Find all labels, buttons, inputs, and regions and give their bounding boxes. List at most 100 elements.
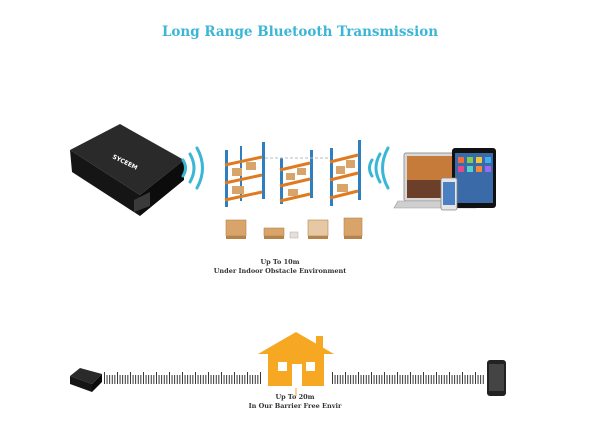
ruler-tick xyxy=(464,375,466,384)
ruler-tick xyxy=(244,375,246,384)
ruler-tick xyxy=(184,375,186,384)
ruler-tick xyxy=(389,375,391,384)
indoor-caption: Up To 10m Under Indoor Obstacle Environm… xyxy=(210,258,350,276)
small-scanner-device xyxy=(70,368,102,392)
ruler-tick xyxy=(119,375,121,384)
ruler-tick xyxy=(371,372,372,384)
ruler-tick xyxy=(150,375,152,384)
house-icon xyxy=(258,332,334,396)
ruler-tick xyxy=(239,375,241,384)
ruler-tick xyxy=(446,375,448,384)
indoor-environment-text: Under Indoor Obstacle Environment xyxy=(213,267,347,275)
ruler-tick xyxy=(104,372,105,384)
ruler-tick xyxy=(397,372,398,384)
ruler-tick xyxy=(417,375,419,384)
ruler-tick xyxy=(342,375,344,384)
ruler-tick xyxy=(454,375,456,384)
signal-waves-right-icon xyxy=(368,146,390,190)
ruler-tick xyxy=(358,372,359,384)
pallet-boxes xyxy=(225,217,363,239)
distance-ruler-left xyxy=(104,372,261,384)
ruler-tick xyxy=(368,375,370,384)
ruler-tick xyxy=(241,375,243,384)
ruler-tick xyxy=(347,375,349,384)
ruler-tick xyxy=(176,375,178,384)
ruler-tick xyxy=(132,375,134,384)
ruler-tick xyxy=(394,375,396,384)
ruler-tick xyxy=(436,372,437,384)
ruler-tick xyxy=(456,375,458,384)
distance-ruler-right xyxy=(332,372,484,384)
ruler-tick xyxy=(425,375,427,384)
shelf-2 xyxy=(279,150,313,204)
ruler-tick xyxy=(430,375,432,384)
ruler-tick xyxy=(161,375,163,384)
outdoor-caption: Up To 20m In Our Barrier Free Envir xyxy=(240,393,350,411)
ruler-tick xyxy=(228,375,230,384)
ruler-tick xyxy=(109,375,111,384)
ruler-tick xyxy=(334,375,336,384)
ruler-tick xyxy=(106,375,108,384)
ruler-tick xyxy=(350,375,352,384)
ruler-tick xyxy=(202,375,204,384)
shelf-1 xyxy=(224,142,265,207)
tablet-icon xyxy=(452,148,496,208)
ruler-tick xyxy=(210,375,212,384)
ruler-tick xyxy=(179,375,181,384)
ruler-tick xyxy=(163,375,165,384)
ruler-tick xyxy=(208,372,209,384)
ruler-tick xyxy=(127,375,129,384)
ruler-tick xyxy=(200,375,202,384)
ruler-tick xyxy=(223,375,225,384)
ruler-tick xyxy=(462,372,463,384)
ruler-tick xyxy=(140,375,142,384)
ruler-tick xyxy=(365,375,367,384)
ruler-tick xyxy=(443,375,445,384)
ruler-tick xyxy=(236,375,238,384)
ruler-tick xyxy=(215,375,217,384)
ruler-tick xyxy=(117,372,118,384)
ruler-tick xyxy=(407,375,409,384)
ruler-tick xyxy=(153,375,155,384)
ruler-tick xyxy=(402,375,404,384)
ruler-tick xyxy=(482,375,484,384)
ruler-tick xyxy=(451,375,453,384)
ruler-tick xyxy=(158,375,160,384)
ruler-tick xyxy=(459,375,461,384)
ruler-tick xyxy=(378,375,380,384)
ruler-tick xyxy=(218,375,220,384)
ruler-tick xyxy=(148,375,150,384)
ruler-tick xyxy=(171,375,173,384)
ruler-tick xyxy=(257,375,259,384)
ruler-tick xyxy=(381,375,383,384)
ruler-tick xyxy=(156,372,157,384)
ruler-tick xyxy=(355,375,357,384)
ruler-tick xyxy=(404,375,406,384)
ruler-tick xyxy=(441,375,443,384)
ruler-tick xyxy=(438,375,440,384)
outdoor-distance-text: Up To 20m xyxy=(275,393,315,401)
ruler-tick xyxy=(386,375,388,384)
ruler-tick xyxy=(423,372,424,384)
ruler-tick xyxy=(124,375,126,384)
ruler-tick xyxy=(182,372,183,384)
ruler-tick xyxy=(360,375,362,384)
ruler-tick xyxy=(234,372,235,384)
ruler-tick xyxy=(384,372,385,384)
ruler-tick xyxy=(260,372,261,384)
ruler-tick xyxy=(399,375,401,384)
warehouse-shelves xyxy=(224,140,361,207)
page-title: Long Range Bluetooth Transmission xyxy=(161,24,439,40)
outdoor-environment-text: In Our Barrier Free Envir xyxy=(248,402,342,410)
ruler-tick xyxy=(428,375,430,384)
ruler-tick xyxy=(174,375,176,384)
ruler-tick xyxy=(376,375,378,384)
ruler-tick xyxy=(337,375,339,384)
ruler-tick xyxy=(192,375,194,384)
ruler-tick xyxy=(339,375,341,384)
ruler-tick xyxy=(410,372,411,384)
ruler-tick xyxy=(189,375,191,384)
ruler-tick xyxy=(114,375,116,384)
ruler-tick xyxy=(475,372,476,384)
ruler-tick xyxy=(363,375,365,384)
